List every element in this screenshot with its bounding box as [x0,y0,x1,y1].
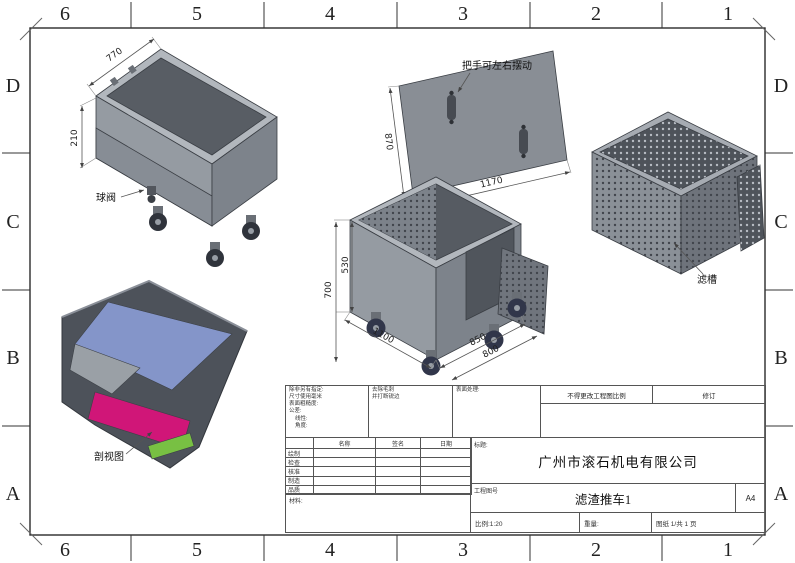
view-tank-cart: 770 210 球阀 [70,36,278,267]
row-qa: 品质 [286,485,314,495]
zone-row-left: A [6,483,21,505]
ball-valve-label: 球阀 [96,191,116,204]
handle-note: 把手可左右摆动 [462,59,532,72]
zone-col-bottom: 1 [723,539,733,561]
section-view-label: 剖视图 [94,450,124,463]
zone-col-bottom: 5 [192,539,202,561]
dim-210: 210 [70,129,80,146]
material-cell: 材料: [285,493,471,533]
finish-cell: 表面处理: [452,385,541,438]
zone-labels: 6 5 4 3 2 1 6 5 4 3 2 1 D C B A D C B A [6,3,789,561]
row-checked: 检查 [286,458,314,468]
title-block: 除非另有指定: 尺寸使用毫米 表面粗糙度: 公差: 线性: 角度: 去除毛刺 并… [285,385,766,533]
col-date: 日期 [421,438,472,449]
zone-col-bottom: 3 [458,539,468,561]
zone-col-bottom: 4 [325,539,335,561]
section-face-wall [74,301,233,391]
zone-row-right: D [774,75,788,97]
signature-table: 名称 签名 日期 绘制 检查 核准 制造 品质 [285,437,472,495]
dwg-no-cell: 工程图号 滤渣推车1 [470,483,736,513]
paper-size-cell: A4 [735,483,766,513]
zone-col-top: 3 [458,3,468,25]
filter-basket-label: 滤槽 [697,273,717,286]
zone-col-bottom: 6 [60,539,70,561]
section-face-edge [147,432,195,460]
col-sign: 签名 [376,438,421,449]
zone-row-right: A [774,483,789,505]
zone-row-right: B [774,347,787,369]
zone-col-top: 4 [325,3,335,25]
zone-col-top: 6 [60,3,70,25]
no-scale-cell: 不得更改工程图比例 [540,385,653,404]
perforated-face [592,152,681,274]
drawing-number: 滤渣推车1 [574,492,632,507]
weight-cell: 重量: [579,512,652,533]
section-face-slope [69,343,141,395]
dim-870: 870 [382,133,394,152]
caster-wheels [149,206,260,267]
zone-col-top: 1 [723,3,733,25]
material-label: 材料: [289,499,303,505]
sheet-cell: 图纸 1/共 1 页 [651,512,766,533]
perforated-inner-wall [359,184,436,260]
view-main-cart: 700 530 1100 850 800 [324,176,549,381]
zone-row-left: C [6,211,19,233]
title-label: 标题: [474,443,488,449]
company-name: 广州市滚石机电有限公司 [538,454,698,470]
title-cell: 标题: 广州市滚石机电有限公司 [470,437,766,484]
dwg-no-label: 工程图号 [474,489,499,495]
zone-row-left: B [6,347,19,369]
row-mfg: 制造 [286,476,314,486]
scale-cell: 比例:1:20 [470,512,580,533]
view-lid-panel: 把手可左右摆动 870 1170 [382,50,572,209]
zone-row-left: D [6,75,20,97]
zone-col-top: 2 [591,3,601,25]
zone-col-top: 5 [192,3,202,25]
revision-space [540,403,766,438]
col-name: 名称 [314,438,376,449]
dim-530: 530 [341,256,351,273]
view-filter-basket: 滤槽 [591,111,765,286]
ball-valve [147,186,156,203]
spec-notes-cell: 除非另有指定: 尺寸使用毫米 表面粗糙度: 公差: 线性: 角度: [285,385,369,438]
row-drawn: 绘制 [286,449,314,459]
dim-700: 700 [324,281,334,298]
lid-handle [447,90,456,125]
revision-cell: 修订 [652,385,766,404]
zone-row-right: C [774,211,787,233]
deburr-cell: 去除毛刺 并打断锐边 [368,385,453,438]
view-section: 剖视图 [61,279,248,469]
corner-marks [19,17,776,546]
basket-end-panel [736,164,765,252]
row-approved: 核准 [286,467,314,477]
zone-col-bottom: 2 [591,539,601,561]
lid-handle [519,124,528,159]
